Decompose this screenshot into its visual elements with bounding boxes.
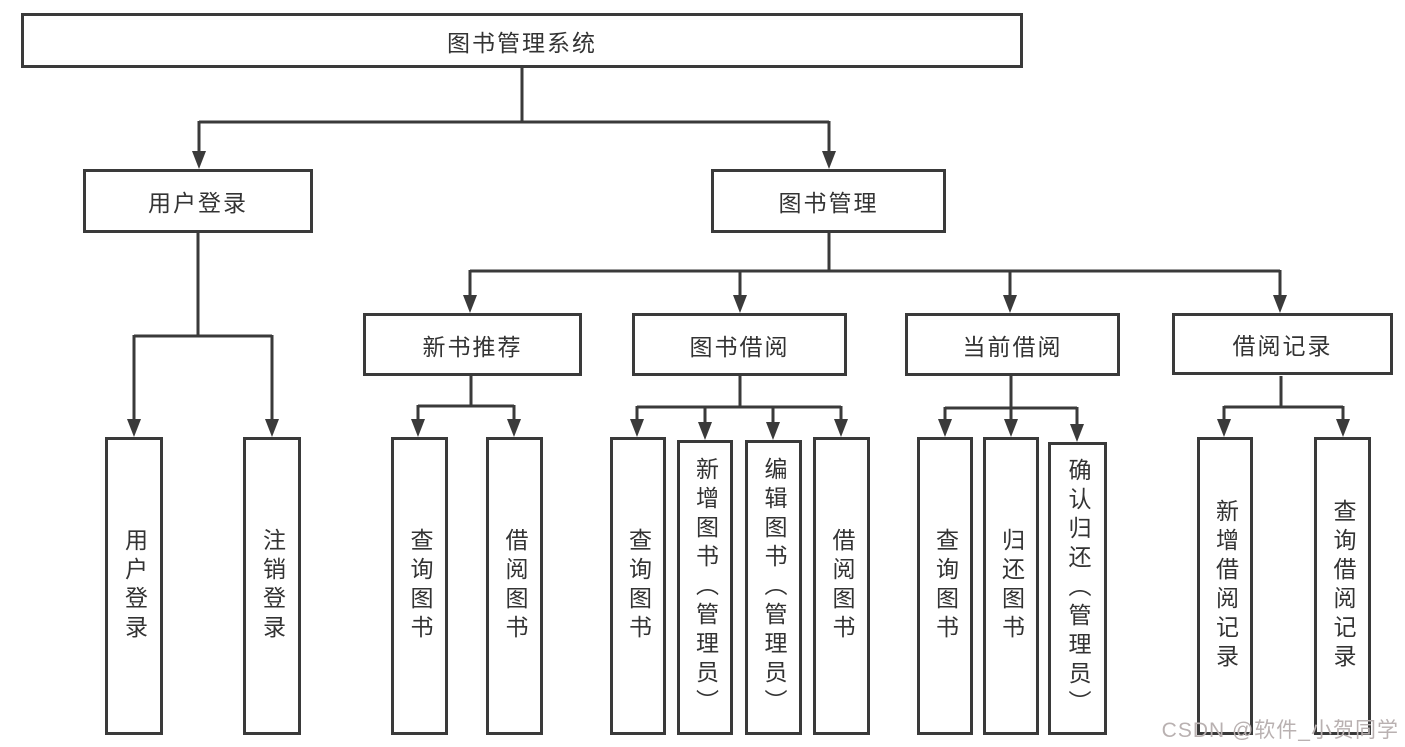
leaf-borrow-books-recommend-label: 借阅图书 xyxy=(502,528,528,644)
leaf-borrow-books: 借阅图书 xyxy=(813,437,870,735)
leaf-query-books-borrowing-label: 查询图书 xyxy=(625,528,652,644)
leaf-add-borrow-record: 新增借阅记录 xyxy=(1197,437,1253,735)
node-user-login: 用户登录 xyxy=(83,169,313,233)
leaf-logout-label: 注销登录 xyxy=(259,528,286,644)
node-book-management: 图书管理 xyxy=(711,169,946,233)
leaf-query-borrow-record: 查询借阅记录 xyxy=(1314,437,1371,735)
node-current-borrowing-label: 当前借阅 xyxy=(962,333,1063,360)
node-book-borrowing-label: 图书借阅 xyxy=(689,333,790,360)
leaf-return-books-label: 归还图书 xyxy=(998,528,1025,644)
node-library-system: 图书管理系统 xyxy=(21,13,1023,68)
node-borrow-records-label: 借阅记录 xyxy=(1232,333,1333,359)
leaf-borrow-books-label: 借阅图书 xyxy=(829,528,855,644)
leaf-query-books-borrowing: 查询图书 xyxy=(610,437,666,735)
node-library-system-label: 图书管理系统 xyxy=(447,29,597,56)
node-book-borrowing: 图书借阅 xyxy=(632,313,847,376)
node-borrow-records: 借阅记录 xyxy=(1172,313,1393,375)
leaf-query-books-current-label: 查询图书 xyxy=(932,528,959,644)
leaf-borrow-books-recommend: 借阅图书 xyxy=(486,437,543,735)
csdn-watermark: CSDN @软件_小贺同学 xyxy=(1161,719,1399,742)
leaf-query-borrow-record-label: 查询借阅记录 xyxy=(1330,499,1356,673)
leaf-confirm-return-admin: 确认归还（管理员） xyxy=(1048,442,1107,735)
leaf-query-books-current: 查询图书 xyxy=(917,437,973,735)
node-book-management-label: 图书管理 xyxy=(778,190,879,216)
leaf-add-books-admin-label: 新增图书（管理员） xyxy=(692,457,719,718)
leaf-edit-books-admin: 编辑图书（管理员） xyxy=(745,440,802,735)
node-user-login-label: 用户登录 xyxy=(148,190,248,216)
leaf-user-login: 用户登录 xyxy=(105,437,163,735)
leaf-query-books-recommend-label: 查询图书 xyxy=(407,528,433,644)
node-current-borrowing: 当前借阅 xyxy=(905,313,1120,376)
leaf-user-login-label: 用户登录 xyxy=(121,528,148,644)
leaf-add-books-admin: 新增图书（管理员） xyxy=(677,440,733,735)
node-new-book-recommend-label: 新书推荐 xyxy=(422,333,523,360)
leaf-return-books: 归还图书 xyxy=(983,437,1039,735)
leaf-logout: 注销登录 xyxy=(243,437,301,735)
leaf-add-borrow-record-label: 新增借阅记录 xyxy=(1212,499,1239,673)
leaf-query-books-recommend: 查询图书 xyxy=(391,437,448,735)
leaf-confirm-return-admin-label: 确认归还（管理员） xyxy=(1065,458,1091,719)
leaf-edit-books-admin-label: 编辑图书（管理员） xyxy=(761,457,787,718)
node-new-book-recommend: 新书推荐 xyxy=(363,313,582,376)
